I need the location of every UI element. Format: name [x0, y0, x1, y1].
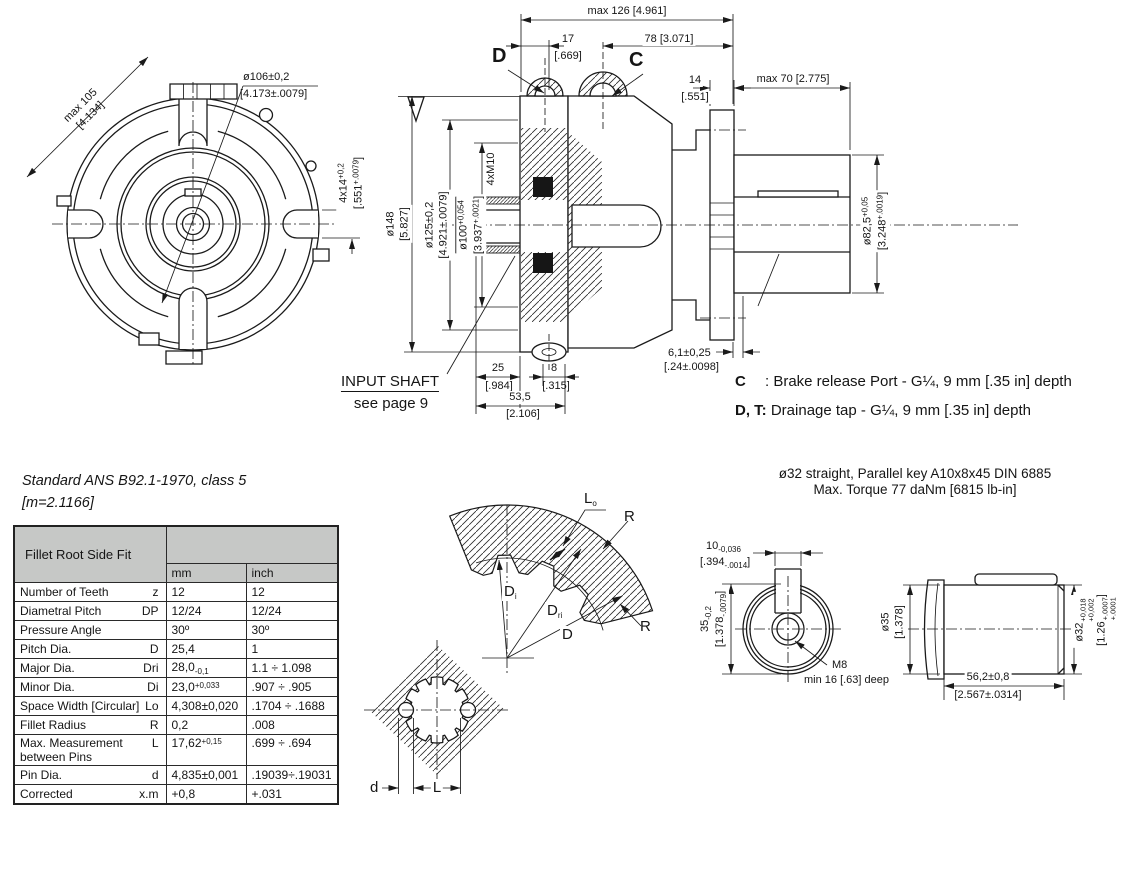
table-row: Space Width [Circular]Lo 4,308±0,020.170… — [13, 696, 338, 716]
dim-535-mm: 53,5 — [507, 391, 533, 404]
key-title-line1: ø32 straight, Parallel key A10x8x45 DIN … — [778, 466, 1052, 481]
input-shaft-ref: see page 9 — [353, 395, 429, 412]
dim-25-inch: [.984] — [485, 380, 513, 392]
note-drainage-tap: D, T: Drainage tap - G¼, 9 mm [.35 in] d… — [735, 402, 1031, 419]
ring-label-l: L — [430, 779, 444, 797]
dim-78: 78 [3.071] — [642, 33, 696, 46]
table-row: Minor Dia.Di 23,0+0,033 .907 ÷ .905 — [13, 677, 338, 697]
key-shaft-end-view — [722, 550, 841, 684]
dim-d35-side-view: ø35[1.378] — [879, 603, 907, 641]
dim-61-mm: 6,1±0,25 — [668, 347, 711, 359]
dim-535-inch: [2.106] — [504, 408, 542, 421]
dim-17-inch: [.669] — [552, 50, 584, 63]
dim-bolt-circle-mm: ø106±0,2 — [243, 71, 290, 83]
internal-spline-ring — [364, 640, 510, 794]
dim-d100: ø100+0,054 [3.937+.0021] — [456, 193, 486, 257]
dim-key-width-inch: [.394-.0014] — [700, 556, 751, 570]
spline-standard-line1: Standard ANS B92.1-1970, class 5 — [22, 473, 247, 489]
sector-label-d: D — [560, 626, 575, 644]
col-header-inch: inch — [245, 563, 338, 583]
dim-8-mm: 8 — [550, 362, 558, 374]
thread-m8-depth: min 16 [.63] deep — [804, 674, 890, 686]
spline-standard-line2: [m=2.1166] — [22, 495, 94, 511]
table-header-spacer — [165, 525, 338, 564]
dim-14-mm: 14 — [686, 74, 704, 87]
table-row: Major Dia.Dri 28,0-0,1 1.1 ÷ 1.098 — [13, 658, 338, 678]
dim-lug-slot: 4x14+0,2 [.551+.0079] — [336, 154, 366, 212]
dim-d125: ø125±0,2[4.921±.0079] — [423, 189, 451, 261]
spline-spec-table: Fillet Root Side Fit mm inch Number of T… — [13, 525, 339, 805]
note-brake-port: C: Brake release Port - G¼, 9 mm [.35 in… — [735, 373, 1072, 390]
dim-35-end-view: 35-0,2 [1.378-.0079] — [699, 588, 729, 650]
dim-17-mm: 17 — [561, 33, 575, 45]
input-shaft-label: INPUT SHAFT — [340, 373, 440, 392]
front-view-drawing — [26, 56, 360, 366]
sector-label-dri: Dri — [545, 602, 565, 621]
dim-bolt-circle-inch: [4.173±.0079] — [240, 88, 308, 100]
dim-25-mm: 25 — [491, 362, 505, 374]
dim-14-inch: [.551] — [679, 91, 711, 104]
col-header-mm: mm — [165, 563, 247, 583]
dim-4xm10: 4xM10 — [485, 150, 499, 188]
dim-d82: ø82,5+0,05 [3.248+.0019] — [860, 189, 890, 253]
ring-label-d: d — [370, 779, 379, 796]
dim-562-mm: 56,2±0,8 — [964, 671, 1012, 684]
sector-label-di: Di — [502, 583, 519, 602]
port-label-c: C — [629, 49, 644, 71]
sector-label-r-top: R — [624, 508, 635, 525]
dim-max70: max 70 [2.775] — [754, 73, 832, 86]
dim-d32-side-view: ø32+0,018+0,002 [1.26+.0007+.0001] — [1073, 592, 1117, 648]
thread-m8-label: M8 — [832, 659, 848, 671]
key-title-line2: Max. Torque 77 daNm [6815 lb-in] — [813, 482, 1017, 497]
dim-8-inch: [.315] — [542, 380, 570, 392]
dim-d148: ø148[5.827] — [384, 205, 412, 243]
table-title: Fillet Root Side Fit — [13, 525, 167, 583]
dim-562-inch: [2.567±.0314] — [952, 689, 1024, 702]
sector-label-r-bottom: R — [640, 618, 651, 635]
key-shaft-side-view — [903, 573, 1084, 700]
sector-label-lo: Lo — [584, 490, 597, 508]
table-row: Pin Dia.d 4,835±0,001.19039÷.19031 — [13, 765, 338, 785]
dim-max126: max 126 [4.961] — [587, 5, 667, 17]
dim-61-inch: [.24±.0098] — [664, 361, 719, 373]
dim-key-width-mm: 10-0,036 — [706, 540, 741, 554]
port-label-d: D — [492, 45, 507, 67]
spline-sector-detail — [448, 504, 654, 676]
